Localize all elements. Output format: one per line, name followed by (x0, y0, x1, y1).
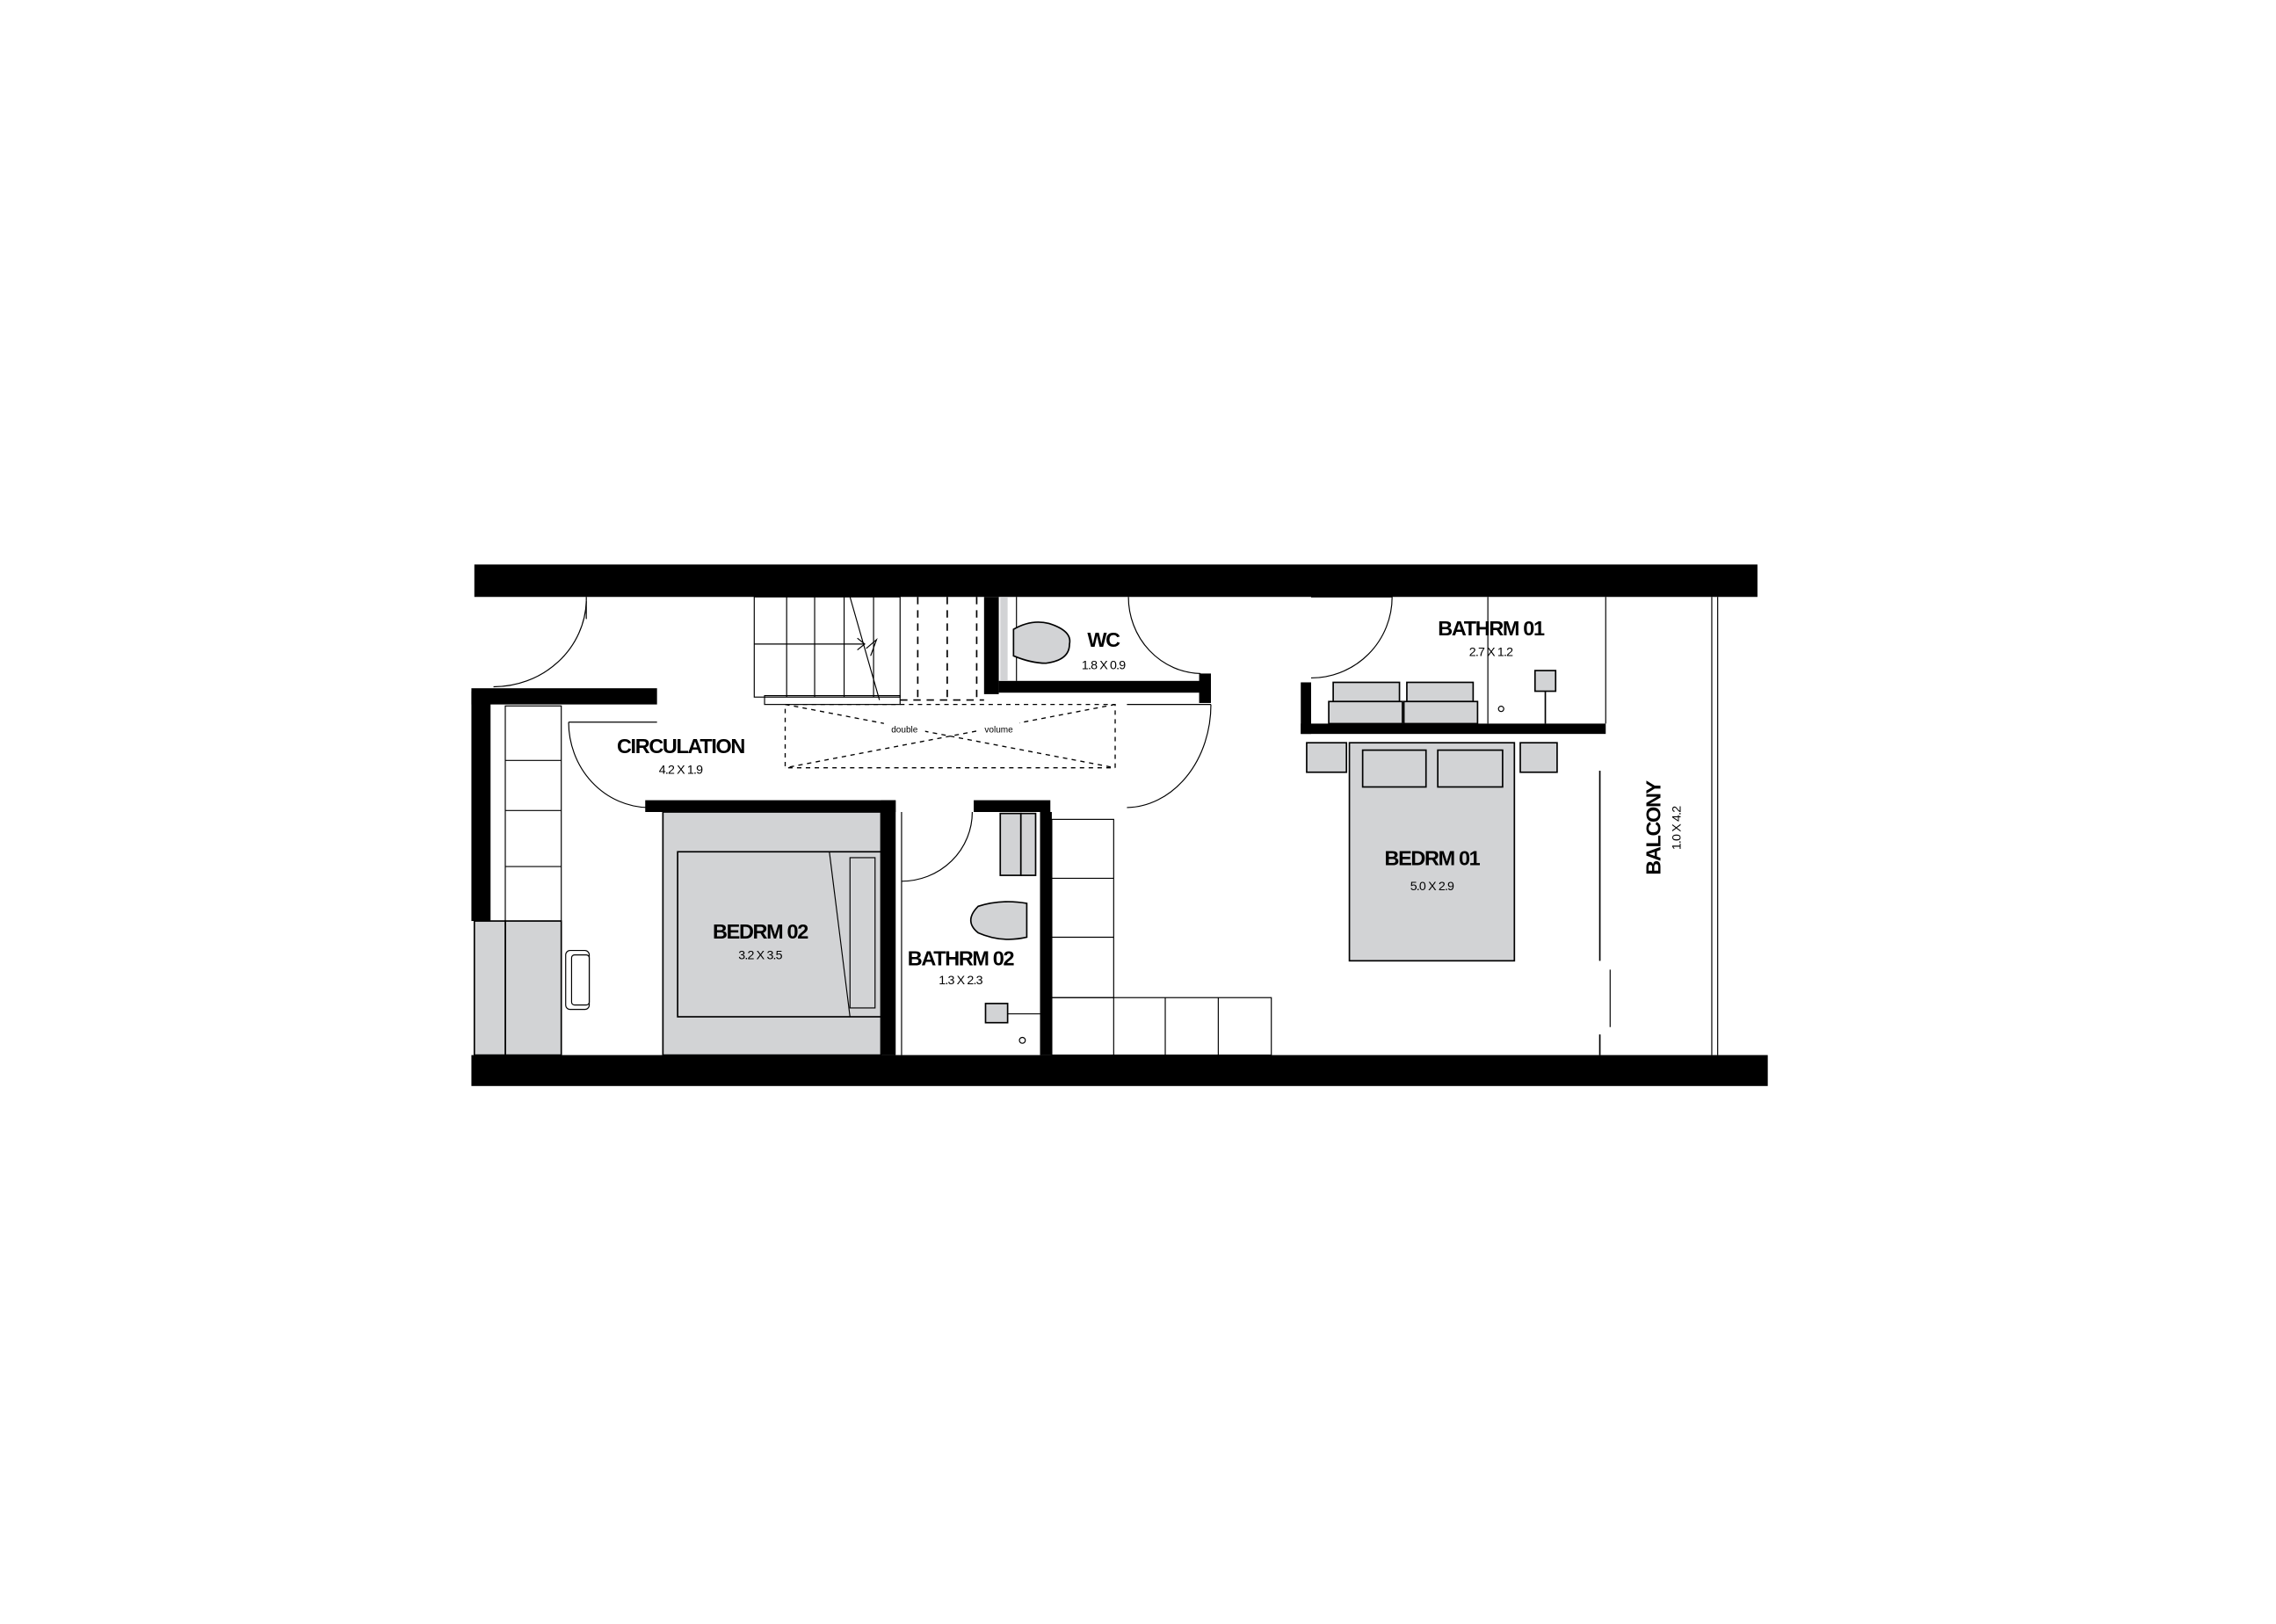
room-name-bedrm01: BEDRM 01 (1384, 846, 1480, 869)
wardrobe-left (473, 705, 562, 1056)
stairs (753, 596, 984, 706)
wc-room (983, 597, 1211, 703)
wc-toilet (1012, 621, 1071, 664)
void-label-volume: volume (984, 725, 1013, 735)
room-name-bedrm02: BEDRM 02 (713, 920, 808, 943)
room-size-bedrm01: 5.0 X 2.9 (1410, 880, 1454, 894)
double-volume-void: double volume (784, 703, 1116, 769)
room-size-balcony: 1.0 X 4.2 (1671, 806, 1685, 850)
room-name-circulation: CIRCULATION (617, 735, 744, 758)
room-name-bathrm01: BATHRM 01 (1438, 617, 1545, 640)
room-name-wc: WC (1087, 628, 1120, 651)
bottom-wall (471, 1055, 1768, 1086)
balcony-screens (1598, 597, 1719, 1055)
circulation-door-left (568, 721, 649, 808)
wc-door (1127, 597, 1201, 675)
left-wall (471, 691, 491, 922)
basin-2 (1406, 681, 1475, 703)
room-name-bathrm02: BATHRM 02 (908, 946, 1015, 969)
bathrm01-door (1310, 596, 1393, 679)
basin-1 (1332, 681, 1401, 703)
room-size-wc: 1.8 X 0.9 (1082, 658, 1126, 672)
room-size-bathrm02: 1.3 X 2.3 (939, 974, 982, 988)
bedside-table-left (1306, 742, 1348, 773)
room-size-bathrm01: 2.7 X 1.2 (1469, 645, 1513, 659)
bathrm02-door (901, 811, 973, 882)
wardrobe-centre (1051, 818, 1272, 1056)
bedside-table-right (1519, 742, 1558, 773)
entry-door (493, 597, 587, 688)
room-name-balcony: BALCONY (1642, 779, 1664, 874)
bedrm02-room (645, 800, 896, 1056)
room-size-circulation: 4.2 X 1.9 (659, 763, 703, 777)
shower-head (1533, 670, 1557, 692)
circulation-door-right (1127, 704, 1212, 808)
bedrm01-room (1306, 742, 1558, 962)
bathrm02-room (901, 800, 1052, 1055)
bathrm01-room (1301, 596, 1606, 735)
room-size-bedrm02: 3.2 X 3.5 (738, 949, 782, 963)
desk-chair (565, 949, 591, 1011)
left-wall-top (471, 688, 657, 705)
top-wall (474, 564, 1758, 598)
bathrm02-toilet (969, 901, 1028, 940)
void-label-double: double (891, 725, 918, 735)
